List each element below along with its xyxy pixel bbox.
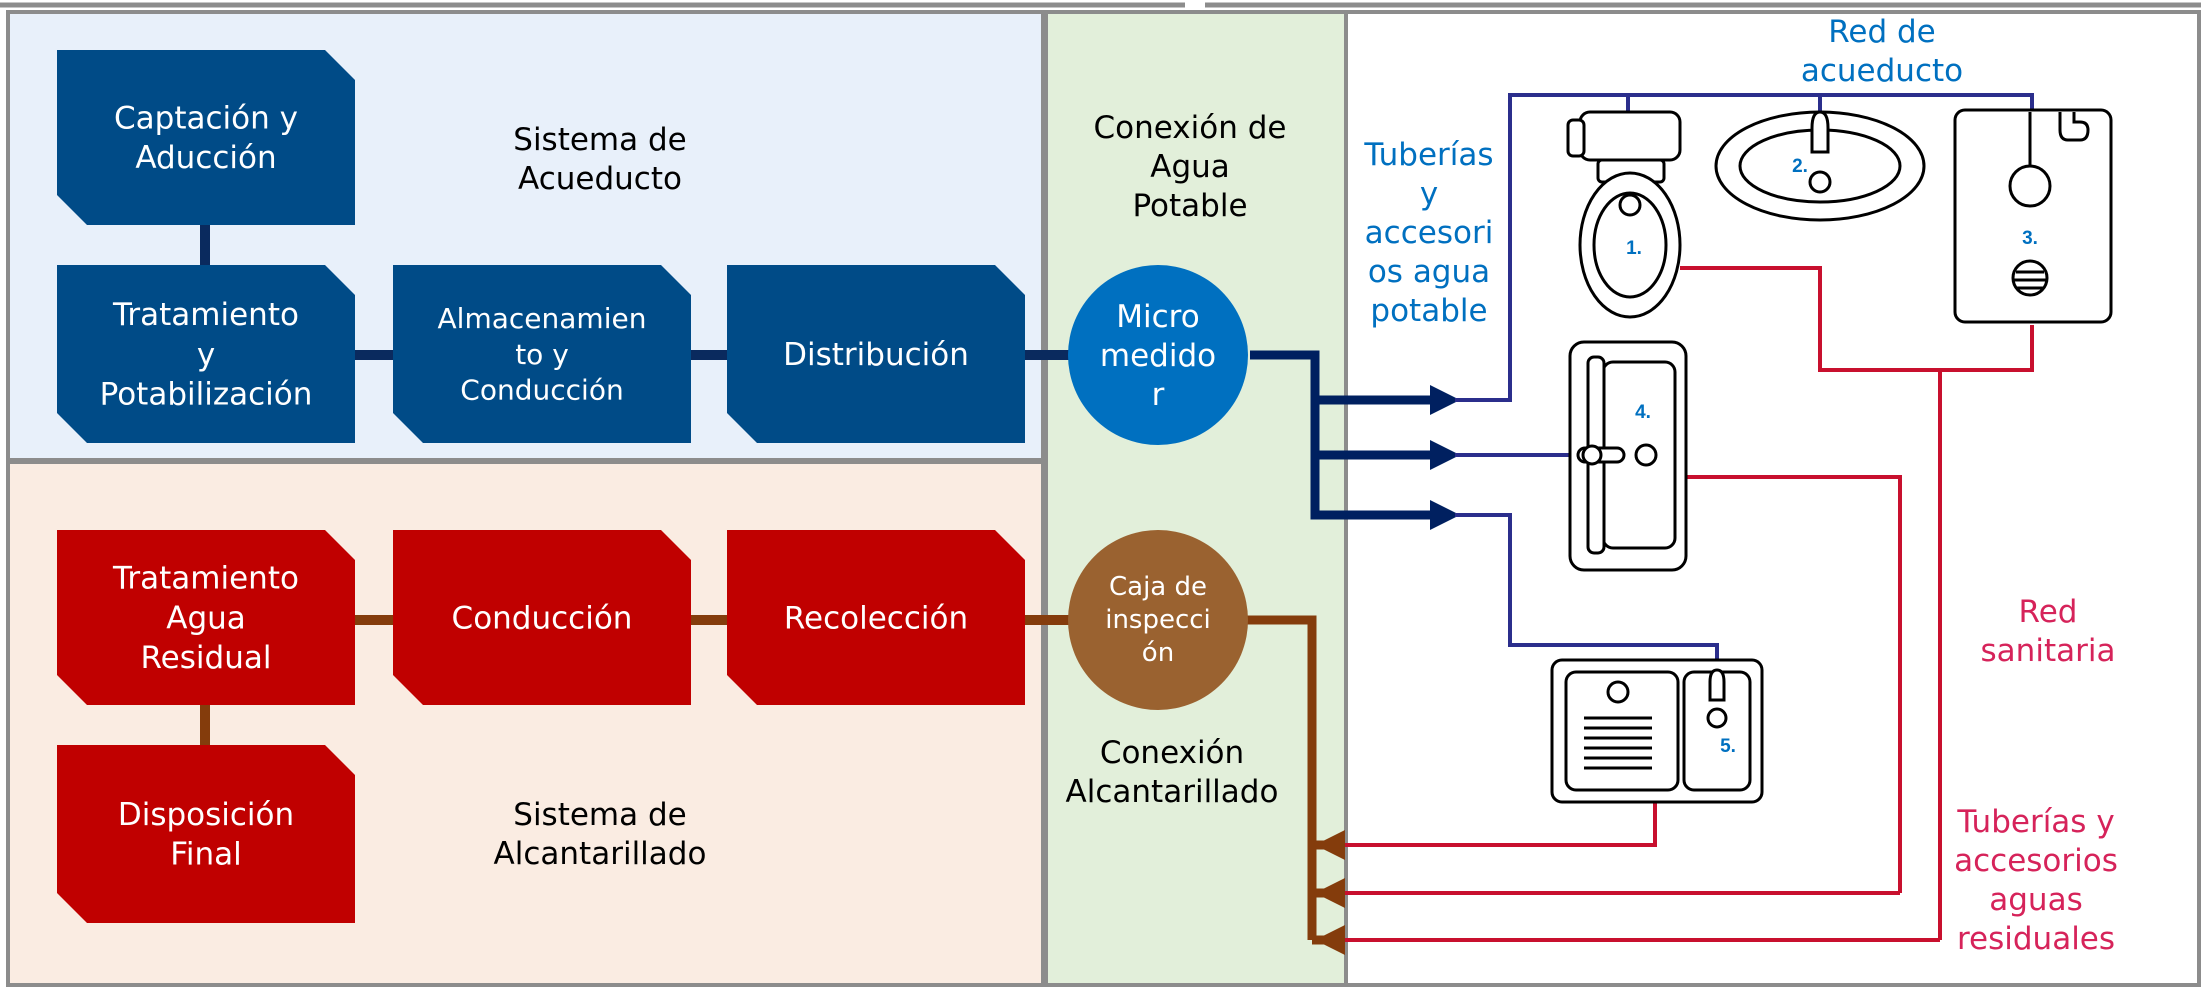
fixture-number-2: 2.	[1792, 156, 1808, 177]
captacion-label-line: Captación y	[114, 101, 298, 137]
washing-machine-icon	[1568, 340, 1688, 572]
fixture-number-1: 1.	[1626, 238, 1642, 259]
fixture-number-5: 5.	[1720, 736, 1736, 757]
sewer-connectors	[200, 615, 1070, 745]
sewer-system-title-line: Alcantarillado	[494, 836, 707, 872]
red-acueducto-label-line: Red de	[1828, 14, 1936, 50]
potable-arrowheads	[1430, 385, 1460, 530]
potable-connection-title-line: Conexión de	[1094, 110, 1287, 146]
sewer-arrowheads	[1315, 830, 1345, 955]
potable-connection-title-line: Potable	[1132, 188, 1247, 224]
sewer-branch-network	[1340, 266, 2034, 942]
tratamiento-label-line: Potabilización	[100, 377, 313, 413]
wastewater-pipes-label-line: accesorios	[1954, 843, 2118, 879]
tratamiento-label-line: Tratamiento	[112, 297, 299, 333]
distribucion-label: Distribución	[783, 337, 969, 373]
inspection-box-label-line: Caja de	[1109, 572, 1207, 602]
captacion-label-line: Aducción	[135, 140, 276, 176]
tratamiento-box	[57, 265, 355, 443]
recoleccion-box	[727, 530, 1025, 705]
micro-meter-label-line: r	[1152, 377, 1165, 413]
connection-panel	[1044, 10, 1348, 987]
micro-meter-label-line: medido	[1100, 338, 1216, 374]
almacenamiento-label-line: Conducción	[460, 374, 623, 407]
aqueduct-system-title-line: Acueducto	[518, 161, 682, 197]
almacenamiento-label-line: to y	[515, 338, 569, 371]
potable-pipes-label-line: accesori	[1365, 215, 1494, 251]
conduccion-label-line: Conducción	[452, 600, 633, 636]
fixture-number-3: 3.	[2022, 228, 2038, 249]
micro-meter-label-line: Micro	[1116, 299, 1199, 335]
tratamiento-residual-label-line: Agua	[166, 600, 246, 636]
kitchen-sink-icon	[1550, 658, 1764, 804]
sewer-connection-title-line: Conexión	[1100, 735, 1244, 771]
shower-icon	[1953, 108, 2113, 324]
potable-pipes-label-line: Tuberías	[1363, 137, 1493, 173]
wastewater-pipes-label-line: Tuberías y	[1956, 804, 2114, 840]
tratamiento-label-line: y	[197, 337, 215, 373]
tratamiento-residual-label-line: Residual	[141, 640, 272, 676]
disposicion-label-line: Final	[170, 837, 241, 873]
inspection-box-circle	[1068, 530, 1248, 710]
potable-connection-title-line: Agua	[1150, 149, 1230, 185]
recoleccion-label: Recolección	[784, 600, 968, 636]
potable-pipes-label-line: potable	[1370, 293, 1487, 329]
captacion-box	[57, 50, 355, 225]
distribucion-label-line: Distribución	[783, 337, 969, 373]
wastewater-pipes-label-line: aguas	[1989, 882, 2082, 918]
red-sanitaria-label-line: Red	[2019, 594, 2078, 630]
red-acueducto-label-line: acueducto	[1801, 53, 1963, 89]
potable-pipes-label-line: y	[1420, 176, 1438, 212]
inspection-box-label-line: inspecci	[1105, 605, 1211, 635]
sink-icon	[1714, 110, 1926, 222]
almacenamiento-label-line: Almacenamien	[438, 302, 647, 335]
red-sanitaria-label-line: sanitaria	[1981, 633, 2116, 669]
toilet-icon	[1566, 110, 1682, 319]
sewer-connection-title-line: Alcantarillado	[1066, 774, 1279, 810]
tratamiento-residual-label-line: Tratamiento	[112, 561, 299, 597]
disposicion-box	[57, 745, 355, 923]
aqueduct-system-title-line: Sistema de	[513, 122, 686, 158]
recoleccion-label-line: Recolección	[784, 600, 968, 636]
disposicion-label-line: Disposición	[118, 797, 294, 833]
distribucion-box	[727, 265, 1025, 443]
potable-pipes-label-line: os agua	[1368, 254, 1490, 290]
fixture-number-4: 4.	[1635, 402, 1651, 423]
aqueduct-connectors	[200, 225, 1070, 360]
tratamiento-residual-box	[57, 530, 355, 705]
wastewater-pipes-label-line: residuales	[1957, 921, 2115, 957]
potable-main-pipes	[1250, 350, 1440, 520]
conduccion-box	[393, 530, 691, 705]
micro-meter-circle	[1068, 265, 1248, 445]
inspection-box-label-line: ón	[1142, 638, 1174, 668]
kitchen-drain-grid-icon	[1584, 716, 1652, 770]
conduccion-label: Conducción	[452, 600, 633, 636]
sewer-system-title-line: Sistema de	[513, 797, 686, 833]
almacenamiento-box	[393, 265, 691, 443]
